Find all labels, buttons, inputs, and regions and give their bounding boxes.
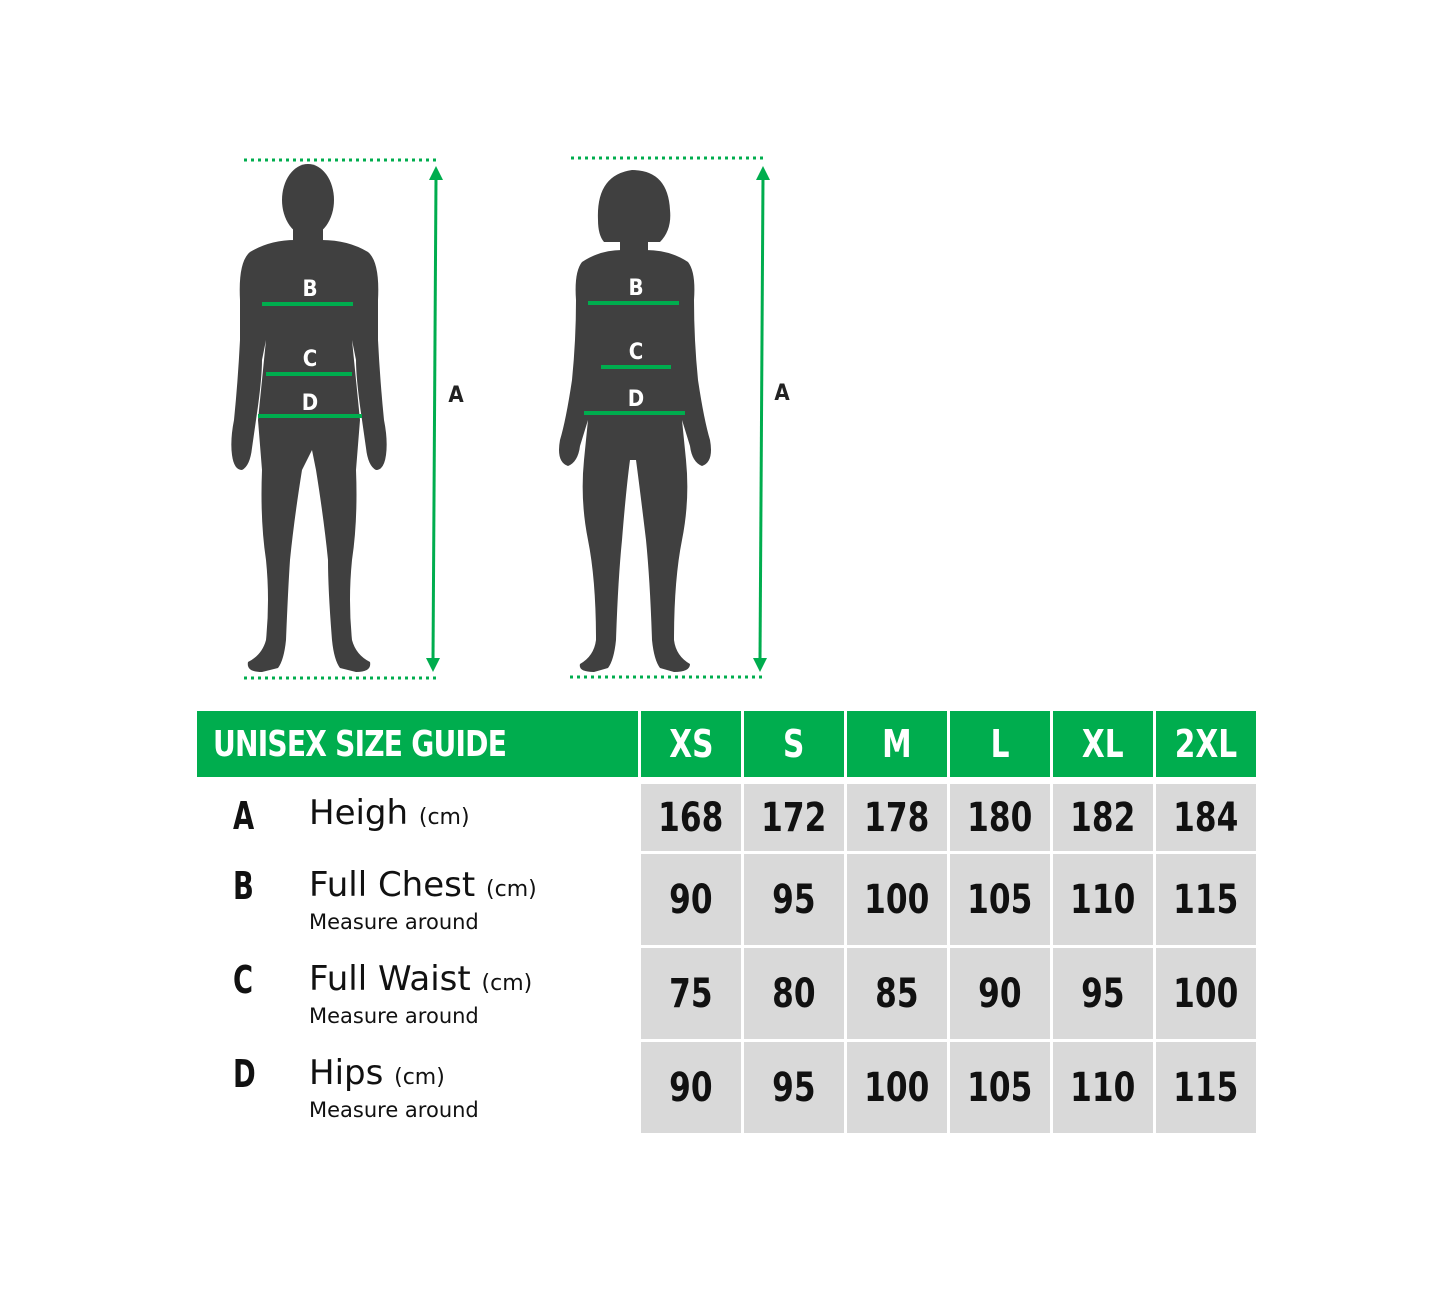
table-cell: 85: [847, 948, 947, 1039]
size-header-l: L: [950, 711, 1050, 777]
size-header-m: M: [847, 711, 947, 777]
size-guide-title: UNISEX SIZE GUIDE: [197, 711, 638, 777]
measurement-name: Hips (cm): [309, 1053, 445, 1093]
row-label: D Hips (cm) Measure around: [197, 1042, 641, 1133]
table-cell: 184: [1156, 784, 1256, 851]
size-header-xl: XL: [1053, 711, 1153, 777]
table-cell: 90: [950, 948, 1050, 1039]
table-cell: 105: [950, 1042, 1050, 1133]
male-measure-lines: [258, 302, 362, 418]
measurement-note: Measure around: [309, 1004, 479, 1028]
table-row-chest: B Full Chest (cm) Measure around 90 95 1…: [197, 854, 1256, 945]
measurement-note: Measure around: [309, 910, 479, 934]
table-cell: 90: [641, 854, 741, 945]
table-cell: 100: [847, 854, 947, 945]
row-letter: C: [233, 958, 254, 1002]
measurement-name: Full Chest (cm): [309, 865, 537, 905]
measurement-note: Measure around: [309, 1098, 479, 1122]
table-cell: 182: [1053, 784, 1153, 851]
table-row-height: A Heigh (cm) 168 172 178 180 182 184: [197, 784, 1256, 851]
table-row-hips: D Hips (cm) Measure around 90 95 100 105…: [197, 1042, 1256, 1133]
female-silhouette: [559, 170, 711, 672]
table-cell: 105: [950, 854, 1050, 945]
size-table-header: UNISEX SIZE GUIDE XS S M L XL 2XL: [197, 711, 1256, 777]
male-height-guide: [244, 158, 443, 680]
female-measure-lines: [584, 301, 685, 415]
table-cell: 80: [744, 948, 844, 1039]
figures-illustration: B C D A B C D: [231, 156, 790, 680]
male-silhouette: [231, 164, 387, 672]
measurement-name: Full Waist (cm): [309, 959, 533, 999]
table-cell: 110: [1053, 1042, 1153, 1133]
table-cell: 100: [847, 1042, 947, 1133]
row-label: A Heigh (cm): [197, 784, 641, 851]
table-cell: 95: [744, 854, 844, 945]
table-cell: 180: [950, 784, 1050, 851]
size-header-2xl: 2XL: [1156, 711, 1256, 777]
male-label-c: C: [303, 347, 318, 372]
table-cell: 172: [744, 784, 844, 851]
table-cell: 100: [1156, 948, 1256, 1039]
female-label-d: D: [628, 387, 644, 412]
size-guide-title-text: UNISEX SIZE GUIDE: [213, 723, 507, 765]
body-figures: B C D A B C D: [231, 156, 790, 680]
female-height-guide: [570, 156, 770, 679]
table-cell: 90: [641, 1042, 741, 1133]
row-label: C Full Waist (cm) Measure around: [197, 948, 641, 1039]
table-cell: 95: [1053, 948, 1153, 1039]
size-header-s: S: [744, 711, 844, 777]
table-cell: 95: [744, 1042, 844, 1133]
table-cell: 115: [1156, 1042, 1256, 1133]
row-letter: A: [233, 794, 255, 838]
row-letter: D: [233, 1052, 256, 1096]
male-label-d: D: [302, 391, 318, 416]
table-cell: 110: [1053, 854, 1153, 945]
row-letter: B: [233, 864, 254, 908]
row-label: B Full Chest (cm) Measure around: [197, 854, 641, 945]
table-cell: 168: [641, 784, 741, 851]
female-label-b: B: [628, 276, 643, 301]
male-label-b: B: [302, 277, 317, 302]
table-row-waist: C Full Waist (cm) Measure around 75 80 8…: [197, 948, 1256, 1039]
measurement-name: Heigh (cm): [309, 793, 470, 833]
female-label-a: A: [774, 381, 790, 406]
table-cell: 75: [641, 948, 741, 1039]
size-header-xs: XS: [641, 711, 741, 777]
table-cell: 115: [1156, 854, 1256, 945]
female-label-c: C: [629, 340, 644, 365]
table-cell: 178: [847, 784, 947, 851]
male-label-a: A: [448, 383, 464, 408]
